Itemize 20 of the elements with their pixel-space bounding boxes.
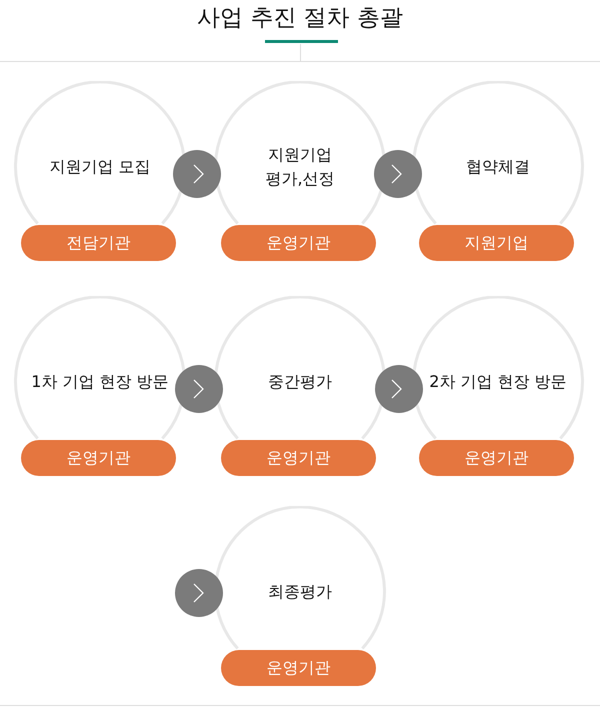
step-label: 1차 기업 현장 방문 — [30, 371, 170, 393]
organization-tag: 운영기관 — [21, 440, 176, 476]
organization-tag: 전담기관 — [21, 225, 176, 261]
organization-tag: 운영기관 — [221, 225, 376, 261]
chevron-arrow — [175, 569, 223, 617]
step-label: 2차 기업 현장 방문 — [428, 371, 568, 393]
step-label: 협약체결 — [465, 156, 531, 178]
step-label: 지원기업 모집 — [48, 156, 152, 178]
organization-tag: 지원기업 — [419, 225, 574, 261]
organization-tag: 운영기관 — [221, 440, 376, 476]
organization-tag: 운영기관 — [221, 650, 376, 686]
organization-tag: 운영기관 — [419, 440, 574, 476]
chevron-arrow — [374, 150, 422, 198]
step-label: 중간평가 — [267, 371, 333, 393]
chevron-arrow — [375, 365, 423, 413]
diagram-title: 사업 추진 절차 총괄 — [196, 4, 404, 33]
step-label: 최종평가 — [267, 581, 333, 603]
step-label: 지원기업 평가,선정 — [264, 144, 336, 190]
chevron-arrow — [173, 150, 221, 198]
chevron-arrow — [175, 365, 223, 413]
